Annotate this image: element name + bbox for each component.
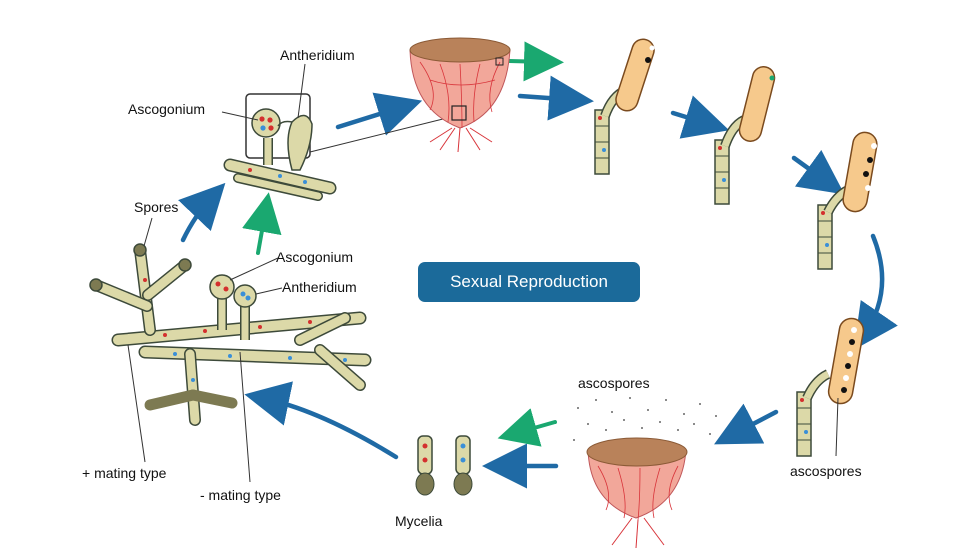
arrow-to-open-ascocarp	[714, 403, 779, 445]
ascus-stage-1	[594, 38, 655, 175]
antheridium-top-cell	[287, 114, 313, 171]
arrow-to-ascus-1	[517, 75, 594, 121]
label-ascospores-bottom: ascospores	[578, 375, 650, 391]
ascus-stage-4	[796, 317, 865, 457]
hypha-nuclei	[143, 278, 347, 382]
fusion-closeup	[223, 93, 456, 201]
mycelia	[415, 435, 473, 496]
arrow-to-ascus-4	[853, 233, 898, 350]
title-text: Sexual Reproduction	[450, 272, 608, 291]
antheridium-mid-cell	[233, 284, 257, 308]
arrow-spores-up	[178, 182, 226, 243]
label-ascospores-right: ascospores	[790, 463, 862, 479]
plus-mating-pointer	[127, 344, 146, 463]
label-ascogonium-top: Ascogonium	[128, 101, 205, 117]
mating-hyphae	[89, 243, 372, 426]
label-plus-mating-type: + mating type	[82, 465, 167, 481]
ascocarp-top	[409, 37, 511, 153]
label-spores: Spores	[134, 199, 178, 215]
minus-mating-pointer	[239, 351, 251, 483]
ascocarp-bottom	[573, 397, 717, 549]
arrow-to-ascus-3	[791, 149, 845, 195]
ascogonium-mid-cell	[209, 274, 235, 300]
arrow-to-ascus-2	[670, 95, 730, 139]
green-arrow-spore-release	[497, 408, 557, 447]
arrow-to-ascocarp	[335, 92, 423, 136]
ascogonium-top-cell	[251, 108, 281, 138]
sexual-reproduction-title: Sexual Reproduction	[418, 262, 640, 302]
arrow-to-hyphae	[244, 381, 399, 460]
label-minus-mating-type: - mating type	[200, 487, 281, 503]
label-antheridium-mid: Antheridium	[282, 279, 357, 295]
green-arrow-fusion	[242, 192, 282, 255]
release-arrows	[242, 41, 564, 447]
cycle-arrows	[178, 75, 898, 489]
released-spores	[573, 397, 717, 441]
green-arrow-ascus	[507, 41, 564, 82]
ascus-stage-2	[714, 66, 776, 205]
ascus-stage-3	[817, 131, 878, 270]
label-ascogonium-mid: Ascogonium	[276, 249, 353, 265]
label-antheridium-top: Antheridium	[280, 47, 355, 63]
labels: Antheridium Ascogonium Spores Ascogonium…	[82, 47, 862, 529]
label-mycelia: Mycelia	[395, 513, 443, 529]
